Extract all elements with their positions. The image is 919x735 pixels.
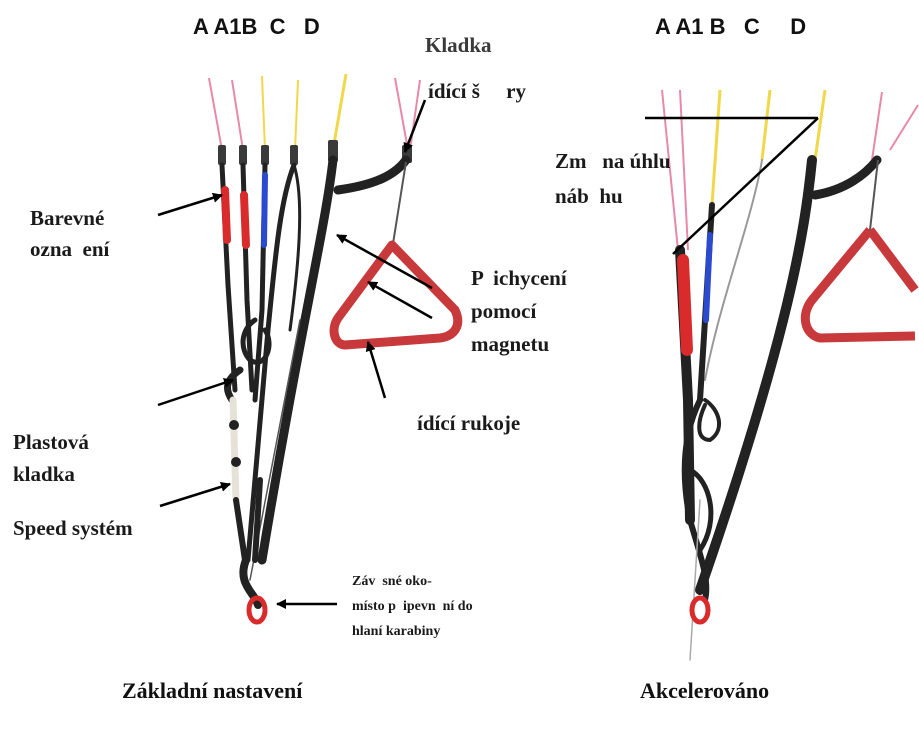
label-zmena-1: Zm na úhlu <box>555 146 671 177</box>
label-prichyceni-2: pomocí <box>471 296 536 327</box>
label-zmena-2: náb hu <box>555 181 623 212</box>
arrow-kladka <box>405 100 425 152</box>
arrow-barevne <box>158 195 222 215</box>
label-barevne-2: ozna ení <box>30 234 109 265</box>
arrow-plastova <box>158 380 233 405</box>
label-plastova-1: Plastová <box>13 427 89 458</box>
label-plastova-2: kladka <box>13 459 75 490</box>
label-barevne-1: Barevné <box>30 203 104 234</box>
left-risers <box>222 160 406 622</box>
label-ridici-rukojet: ídící rukoje <box>417 408 520 439</box>
label-zaves-2: místo p ipevn ní do <box>352 596 473 617</box>
arrow-ridici-rukojet <box>368 342 385 398</box>
pointer-zmena-diagonal <box>673 118 818 254</box>
left-connectors <box>218 140 412 165</box>
arrow-prichyceni-1 <box>337 235 432 288</box>
right-top-lines <box>662 90 918 250</box>
left-riser-letters: A A1B C D <box>193 14 320 40</box>
label-ridici-snury: ídící š ry <box>428 76 526 107</box>
right-riser-assembly <box>662 90 918 660</box>
arrow-speed <box>160 484 230 506</box>
left-top-lines <box>209 74 420 150</box>
label-zaves-1: Záv sné oko- <box>352 571 432 592</box>
arrow-prichyceni-2 <box>368 282 432 318</box>
label-zaves-3: hlaní karabiny <box>352 621 440 642</box>
label-prichyceni-1: P ichycení <box>471 263 567 294</box>
label-speed: Speed systém <box>13 513 133 544</box>
right-riser-letters: A A1 B C D <box>655 14 806 40</box>
right-risers <box>680 160 877 660</box>
left-riser-assembly <box>209 74 458 622</box>
caption-left: Základní nastavení <box>122 678 302 704</box>
label-prichyceni-3: magnetu <box>471 329 549 360</box>
caption-right: Akcelerováno <box>640 678 769 704</box>
label-kladka: Kladka <box>425 30 492 61</box>
right-brake-handle <box>805 160 915 338</box>
